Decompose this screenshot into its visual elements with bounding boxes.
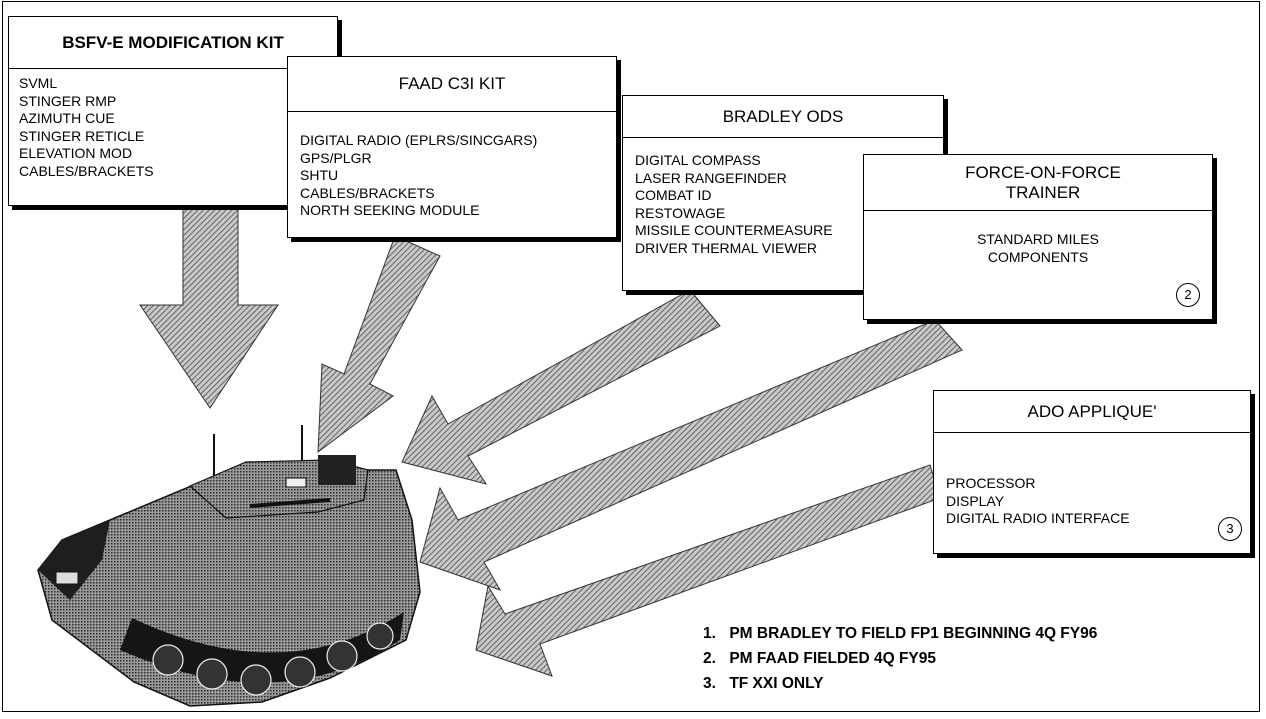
kit-item: SHTU [300, 167, 339, 183]
arrow-fof [419, 319, 963, 591]
footnote-number: 1. [703, 625, 716, 642]
kit-item: NORTH SEEKING MODULE [300, 202, 480, 218]
kit-box-faad-c3i: FAAD C3I KIT DIGITAL RADIO (EPLRS/SINCGA… [287, 56, 617, 238]
kit-item: CABLES/BRACKETS [19, 162, 154, 179]
kit-box-bsfv-e: BSFV-E MODIFICATION KIT SVML STINGER RMP… [8, 16, 338, 206]
footnote-badge: 3 [1218, 517, 1242, 541]
kit-box-ado-applique: ADO APPLIQUE' PROCESSOR DISPLAY DIGITAL … [933, 390, 1251, 554]
kit-item-list: DIGITAL COMPASS LASER RANGEFINDER COMBAT… [623, 138, 943, 257]
kit-item: DIGITAL RADIO INTERFACE [946, 510, 1130, 526]
kit-item: COMPONENTS [987, 248, 1089, 265]
kit-item: GPS/PLGR [300, 149, 372, 166]
arrow-ods [401, 289, 721, 485]
bradley-vehicle-illustration [37, 425, 421, 707]
footnotes: 1. PM BRADLEY TO FIELD FP1 BEGINNING 4Q … [703, 621, 1097, 696]
kit-item-list: SVML STINGER RMP AZIMUTH CUE STINGER RET… [9, 69, 337, 180]
kit-title: FAAD C3I KIT [288, 57, 616, 112]
kit-item: COMBAT ID [635, 187, 712, 203]
footnote-text: PM FAAD FIELDED 4Q FY95 [729, 650, 937, 667]
kit-item: STINGER RMP [19, 92, 117, 109]
kit-item-list: DIGITAL RADIO (EPLRS/SINCGARS) GPS/PLGR … [288, 112, 616, 220]
kit-title: BRADLEY ODS [623, 96, 943, 138]
footnote-number: 3. [703, 675, 716, 692]
kit-item: ELEVATION MOD [19, 145, 133, 161]
kit-title: FORCE-ON-FORCE TRAINER [864, 155, 1212, 211]
arrow-ado [475, 464, 941, 677]
kit-item: DISPLAY [946, 492, 1005, 509]
kit-item: STINGER RETICLE [19, 127, 145, 144]
arrow-bsfv [139, 204, 279, 409]
kit-item: AZIMUTH CUE [19, 110, 115, 126]
footnote-2: 2. PM FAAD FIELDED 4Q FY95 [703, 646, 1097, 671]
kit-item: LASER RANGEFINDER [635, 169, 787, 186]
footnote-number: 2. [703, 650, 716, 667]
kit-item: DRIVER THERMAL VIEWER [635, 239, 818, 256]
kit-item: STANDARD MILES [977, 231, 1099, 247]
kit-item: PROCESSOR [946, 475, 1036, 491]
arrow-faad [317, 235, 441, 454]
kit-item-list: PROCESSOR DISPLAY DIGITAL RADIO INTERFAC… [934, 433, 1250, 528]
kit-item: RESTOWAGE [635, 204, 726, 221]
kit-item: SVML [19, 75, 58, 91]
footnote-badge: 2 [1176, 283, 1200, 307]
footnote-3: 3. TF XXI ONLY [703, 671, 1097, 696]
kit-title: ADO APPLIQUE' [934, 391, 1250, 433]
footnote-1: 1. PM BRADLEY TO FIELD FP1 BEGINNING 4Q … [703, 621, 1097, 646]
kit-item: CABLES/BRACKETS [300, 184, 435, 201]
kit-item: DIGITAL RADIO (EPLRS/SINCGARS) [300, 132, 538, 148]
kit-title: BSFV-E MODIFICATION KIT [9, 17, 337, 69]
footnote-text: PM BRADLEY TO FIELD FP1 BEGINNING 4Q FY9… [729, 625, 1098, 642]
kit-item: MISSILE COUNTERMEASURE [635, 222, 833, 238]
footnote-text: TF XXI ONLY [729, 675, 824, 692]
kit-item: DIGITAL COMPASS [635, 152, 761, 168]
kit-item-list: STANDARD MILES COMPONENTS [864, 211, 1212, 266]
kit-box-force-on-force: FORCE-ON-FORCE TRAINER STANDARD MILES CO… [863, 154, 1213, 320]
